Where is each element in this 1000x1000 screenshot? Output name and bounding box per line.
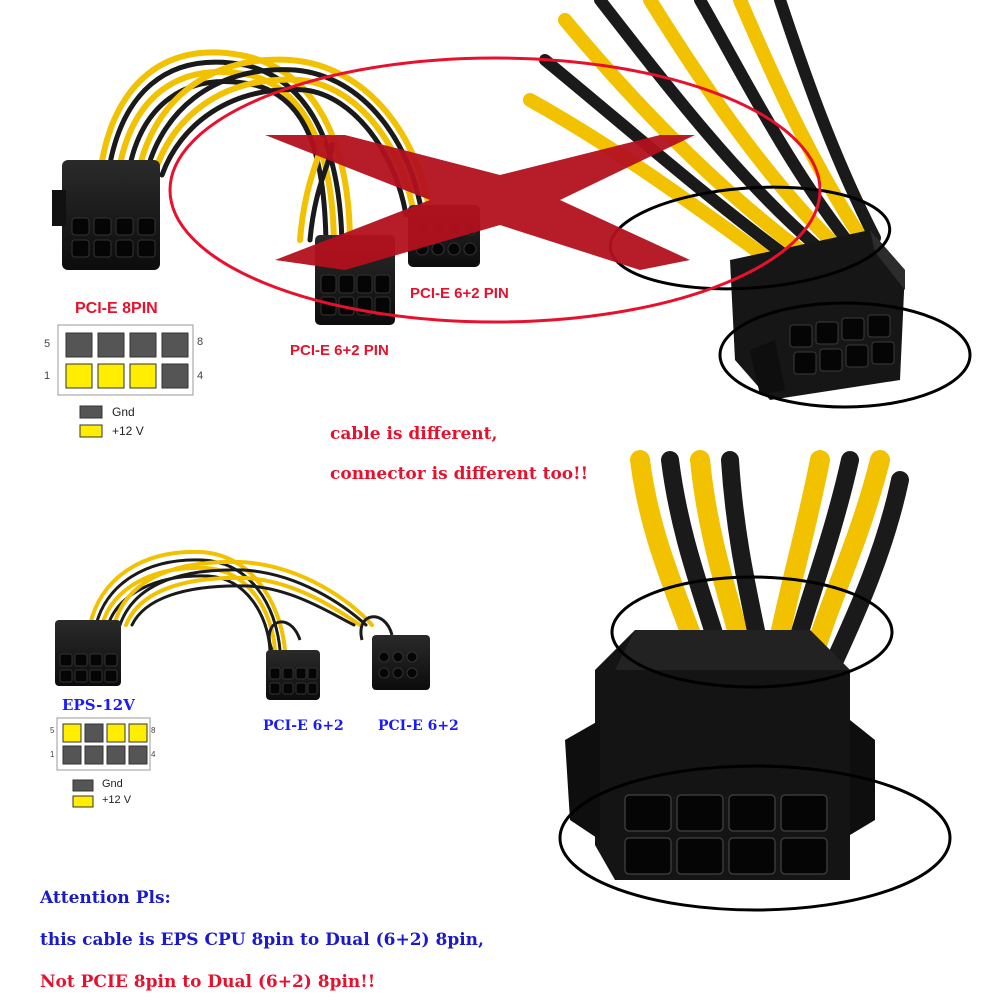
attention-heading: Attention Pls: xyxy=(40,888,171,908)
warning-line-1: cable is different, xyxy=(330,424,498,444)
eps-pin-label-4: 4 xyxy=(151,750,156,759)
red-x-mark xyxy=(265,135,695,270)
legend-gnd: Gnd xyxy=(112,405,135,419)
bottom-cable-photo xyxy=(55,549,430,700)
pin-label-5: 5 xyxy=(44,338,51,350)
warning-line-2: connector is different too!! xyxy=(330,464,589,484)
legend-12v: +12 V xyxy=(112,424,144,438)
pcie-8pin-diagram xyxy=(57,324,194,438)
attention-line-2: Not PCIE 8pin to Dual (6+2) 8pin!! xyxy=(40,972,376,992)
pin-label-8: 8 xyxy=(197,336,204,348)
eps-legend-12v: +12 V xyxy=(102,794,132,806)
connector-a-label: PCI-E 6+2 PIN xyxy=(290,342,389,359)
connector-b-label: PCI-E 6+2 PIN xyxy=(410,285,509,302)
eps-12v-title: EPS-12V xyxy=(62,696,135,714)
eps-pin-label-1: 1 xyxy=(50,750,55,759)
red-highlight-ellipse xyxy=(168,56,822,324)
top-closeup-photo xyxy=(523,0,1000,430)
bottom-closeup-photo xyxy=(558,450,952,912)
pin-label-4: 4 xyxy=(197,370,204,382)
pin-label-1: 1 xyxy=(44,370,51,382)
pcie-8pin-title: PCI-E 8PIN xyxy=(75,300,158,317)
eps-pin-label-8: 8 xyxy=(151,726,156,735)
eps-connector-a-label: PCI-E 6+2 xyxy=(263,718,344,734)
eps-connector-b-label: PCI-E 6+2 xyxy=(378,718,459,734)
attention-line-1: this cable is EPS CPU 8pin to Dual (6+2)… xyxy=(40,930,484,950)
eps-pin-label-5: 5 xyxy=(50,726,55,735)
eps-12v-diagram xyxy=(56,717,151,808)
eps-legend-gnd: Gnd xyxy=(102,778,123,790)
